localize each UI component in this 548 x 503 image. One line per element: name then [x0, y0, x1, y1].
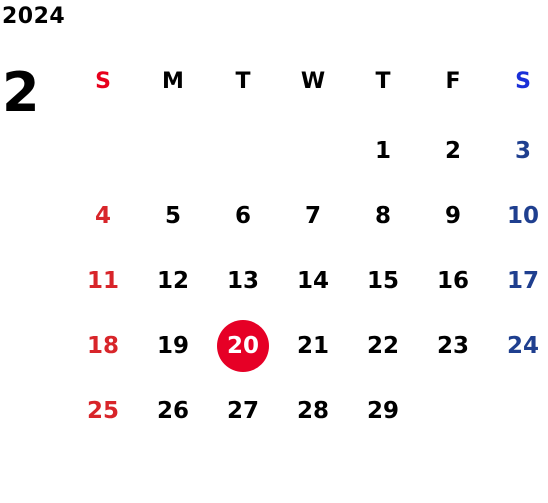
date-cell[interactable]: 6	[208, 198, 278, 234]
date-cell[interactable]: 5	[138, 198, 208, 234]
date-cell[interactable]: 13	[208, 263, 278, 299]
date-number: 11	[86, 268, 119, 294]
date-number: 6	[234, 203, 251, 229]
month-label: 2	[2, 61, 40, 124]
date-number: 20	[226, 333, 259, 359]
date-cell[interactable]: 2	[418, 133, 488, 169]
date-number: 17	[506, 268, 539, 294]
date-cell[interactable]: 11	[68, 263, 138, 299]
date-cell[interactable]: 25	[68, 393, 138, 429]
weekday-header-wednesday: W	[300, 68, 326, 94]
date-cell[interactable]: 12	[138, 263, 208, 299]
date-number: 5	[164, 203, 181, 229]
week-row: 18 19 20 21 22 23 24	[68, 328, 548, 364]
weekday-header-saturday: S	[515, 68, 531, 94]
weekday-header-sunday: S	[95, 68, 111, 94]
weekday-header-tuesday: T	[235, 68, 251, 94]
date-number: 13	[226, 268, 259, 294]
date-cell[interactable]: 27	[208, 393, 278, 429]
date-cell[interactable]: 8	[348, 198, 418, 234]
empty-date-cell	[278, 133, 348, 169]
date-number: 18	[86, 333, 119, 359]
week-row: 1 2 3	[68, 133, 548, 169]
date-number: 12	[156, 268, 189, 294]
date-number: 2	[444, 138, 461, 164]
date-cell[interactable]: 1	[348, 133, 418, 169]
date-number: 27	[226, 398, 259, 424]
date-cell[interactable]: 4	[68, 198, 138, 234]
date-number: 25	[86, 398, 119, 424]
empty-date-cell	[488, 393, 548, 429]
date-number: 4	[94, 203, 111, 229]
week-row: 11 12 13 14 15 16 17	[68, 263, 548, 299]
date-number: 8	[374, 203, 391, 229]
date-cell[interactable]: 7	[278, 198, 348, 234]
date-number: 29	[366, 398, 399, 424]
date-number: 28	[296, 398, 329, 424]
week-row: 4 5 6 7 8 9 10	[68, 198, 548, 234]
date-cell[interactable]: 3	[488, 133, 548, 169]
date-number: 19	[156, 333, 189, 359]
date-number: 7	[304, 203, 321, 229]
weekday-header-thursday: T	[375, 68, 391, 94]
empty-date-cell	[418, 393, 488, 429]
date-cell[interactable]: 17	[488, 263, 548, 299]
date-cell[interactable]: 16	[418, 263, 488, 299]
date-cell-today[interactable]: 20	[208, 328, 278, 364]
date-cell[interactable]: 22	[348, 328, 418, 364]
date-number: 16	[436, 268, 469, 294]
weekday-header-row: S M T W T F S	[68, 64, 548, 98]
empty-date-cell	[68, 133, 138, 169]
date-number: 3	[514, 138, 531, 164]
date-number: 21	[296, 333, 329, 359]
date-cell[interactable]: 18	[68, 328, 138, 364]
week-row: 25 26 27 28 29	[68, 393, 548, 429]
date-cell[interactable]: 26	[138, 393, 208, 429]
date-number: 26	[156, 398, 189, 424]
date-cell[interactable]: 9	[418, 198, 488, 234]
date-cell[interactable]: 24	[488, 328, 548, 364]
date-number: 1	[374, 138, 391, 164]
date-cell[interactable]: 23	[418, 328, 488, 364]
date-number: 23	[436, 333, 469, 359]
empty-date-cell	[138, 133, 208, 169]
date-number: 14	[296, 268, 329, 294]
date-number: 15	[366, 268, 399, 294]
date-cell[interactable]: 28	[278, 393, 348, 429]
date-number: 10	[506, 203, 539, 229]
date-cell[interactable]: 21	[278, 328, 348, 364]
date-cell[interactable]: 29	[348, 393, 418, 429]
date-cell[interactable]: 15	[348, 263, 418, 299]
year-label: 2024	[2, 4, 66, 29]
date-number: 24	[506, 333, 539, 359]
date-number: 22	[366, 333, 399, 359]
weekday-header-monday: M	[162, 68, 184, 94]
weekday-header-friday: F	[445, 68, 461, 94]
date-cell[interactable]: 14	[278, 263, 348, 299]
date-cell[interactable]: 10	[488, 198, 548, 234]
empty-date-cell	[208, 133, 278, 169]
date-cell[interactable]: 19	[138, 328, 208, 364]
date-number: 9	[444, 203, 461, 229]
